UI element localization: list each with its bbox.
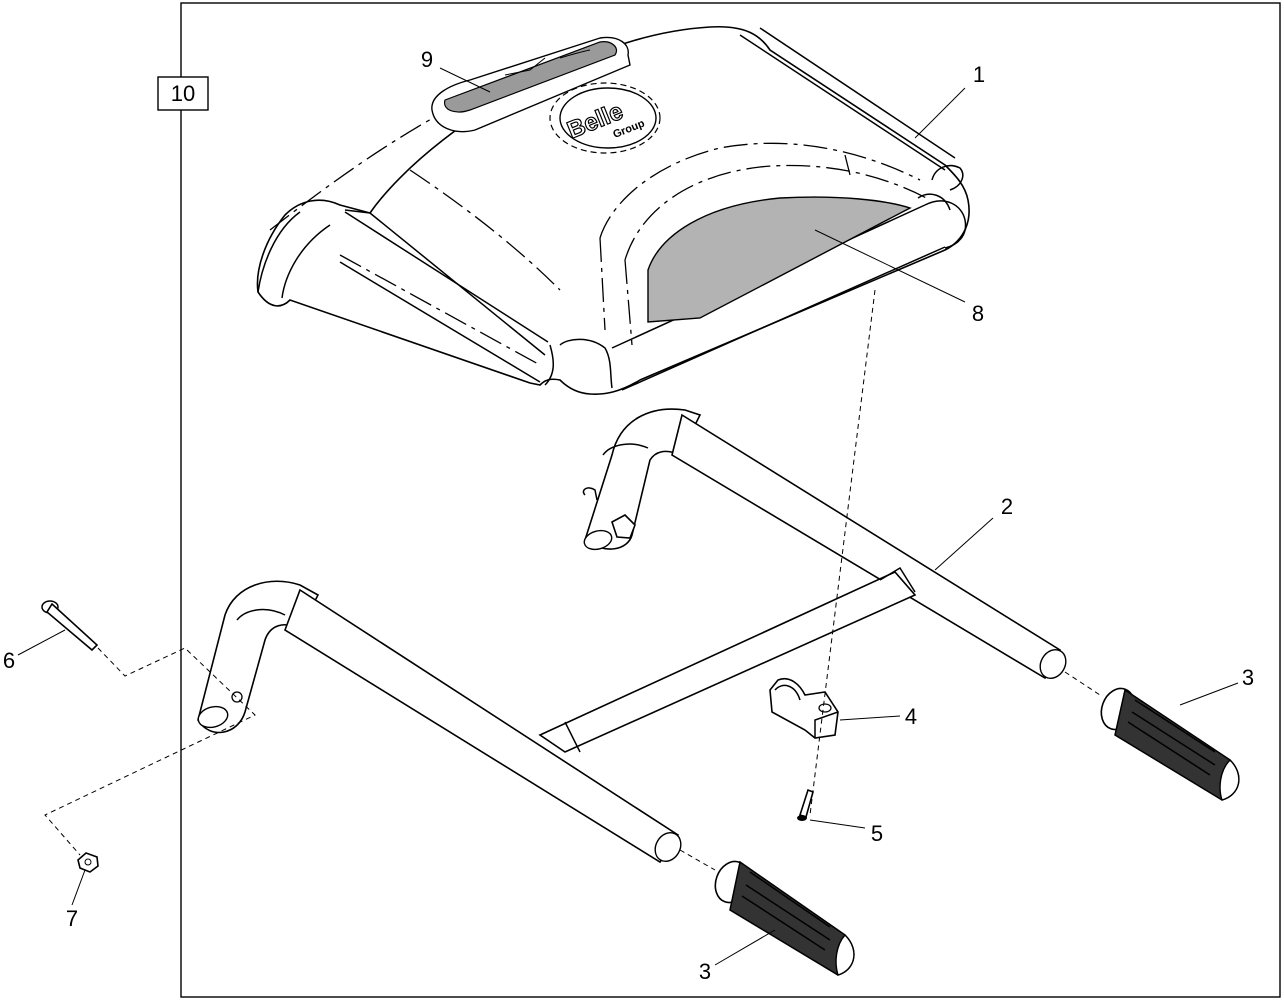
diagram-frame	[180, 2, 1281, 998]
part-9-display	[431, 36, 631, 133]
part-6-bolt	[41, 600, 99, 652]
part-2-handlebar-frame	[197, 408, 1067, 864]
part-4-clamp	[769, 677, 839, 739]
part-7-nut	[77, 852, 99, 873]
callout-1: 1	[973, 62, 985, 87]
callout-9: 9	[421, 47, 433, 72]
callout-3-rear: 3	[1242, 665, 1254, 690]
callout-6: 6	[3, 648, 15, 673]
part-5-screw	[797, 788, 814, 821]
assembly-guide-lines	[44, 289, 1101, 871]
leader-lines	[17, 67, 1239, 966]
callout-3-front: 3	[699, 959, 711, 984]
callout-2: 2	[1001, 494, 1013, 519]
part-1-cover: Belle Group	[256, 25, 970, 395]
callout-7: 7	[66, 906, 78, 931]
part-8-panel	[647, 196, 912, 323]
callout-8: 8	[972, 301, 984, 326]
callout-5: 5	[871, 821, 883, 846]
part-3-grip-rear	[1100, 687, 1240, 801]
part-3-grip-front	[714, 860, 855, 976]
frame-label: 10	[171, 81, 195, 106]
frame-label-box: 10	[157, 76, 209, 111]
callout-4: 4	[905, 704, 917, 729]
brand-logo: Belle Group	[549, 82, 661, 154]
callout-numbers: 1 2 3 3 4 5 6 7 8 9	[3, 47, 1254, 984]
